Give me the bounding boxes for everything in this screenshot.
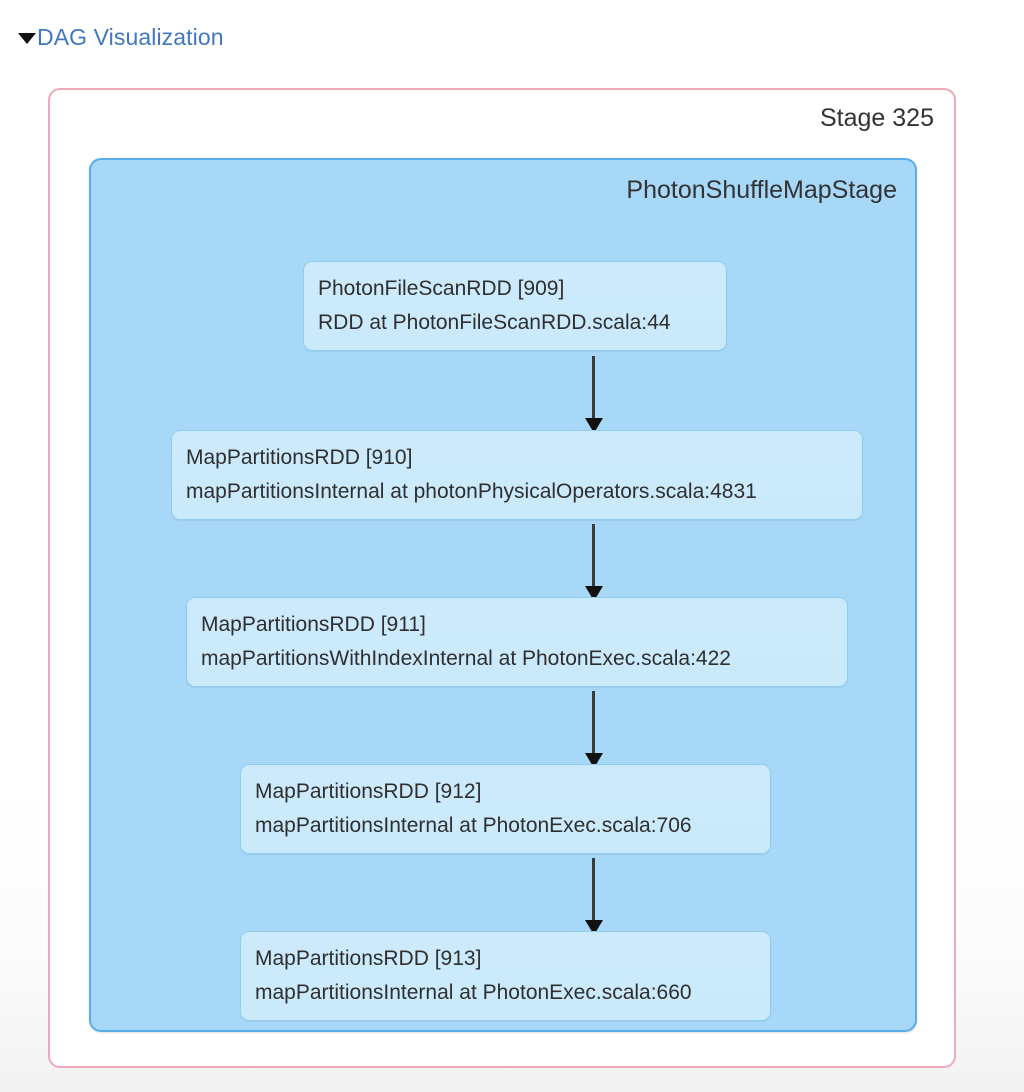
- rdd-node-909-detail: RDD at PhotonFileScanRDD.scala:44: [318, 311, 671, 334]
- rdd-node-912-title: MapPartitionsRDD [912]: [255, 780, 482, 803]
- stage-box-photon-shuffle-map-stage[interactable]: PhotonShuffleMapStage PhotonFileScanRDD …: [89, 158, 917, 1032]
- rdd-node-909[interactable]: PhotonFileScanRDD [909] RDD at PhotonFil…: [303, 261, 727, 351]
- rdd-node-910-detail: mapPartitionsInternal at photonPhysicalO…: [186, 480, 757, 503]
- rdd-node-911[interactable]: MapPartitionsRDD [911] mapPartitionsWith…: [186, 597, 848, 687]
- edge-911-to-912: [585, 691, 603, 769]
- dag-outer-container: Stage 325 PhotonShuffleMapStage PhotonFi…: [48, 88, 956, 1068]
- rdd-node-913-detail: mapPartitionsInternal at PhotonExec.scal…: [255, 981, 692, 1004]
- rdd-node-910[interactable]: MapPartitionsRDD [910] mapPartitionsInte…: [171, 430, 863, 520]
- dag-visualization-toggle[interactable]: DAG Visualization: [18, 22, 224, 52]
- rdd-node-911-title: MapPartitionsRDD [911]: [201, 613, 426, 636]
- rdd-node-910-title: MapPartitionsRDD [910]: [186, 446, 413, 469]
- edge-912-to-913: [585, 858, 603, 936]
- rdd-node-911-detail: mapPartitionsWithIndexInternal at Photon…: [201, 647, 731, 670]
- stage-label: Stage 325: [820, 104, 934, 132]
- rdd-node-913-title: MapPartitionsRDD [913]: [255, 947, 482, 970]
- edge-909-to-910: [585, 356, 603, 434]
- triangle-down-icon[interactable]: [18, 32, 36, 44]
- edge-910-to-911: [585, 524, 603, 602]
- dag-visualization-label[interactable]: DAG Visualization: [37, 24, 224, 50]
- stage-box-title: PhotonShuffleMapStage: [626, 176, 897, 204]
- rdd-node-913[interactable]: MapPartitionsRDD [913] mapPartitionsInte…: [240, 931, 771, 1021]
- rdd-node-912-detail: mapPartitionsInternal at PhotonExec.scal…: [255, 814, 692, 837]
- rdd-node-912[interactable]: MapPartitionsRDD [912] mapPartitionsInte…: [240, 764, 771, 854]
- rdd-node-909-title: PhotonFileScanRDD [909]: [318, 277, 565, 300]
